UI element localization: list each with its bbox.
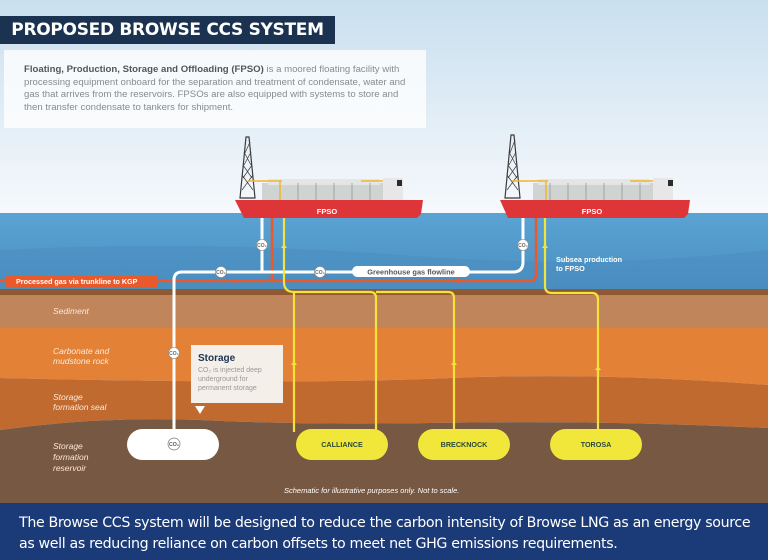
fpso-info-box: Floating, Production, Storage and Offloa…	[4, 50, 426, 128]
storage-callout: Storage CO₂ is injected deep underground…	[191, 345, 283, 414]
svg-text:CO₂: CO₂	[257, 243, 267, 249]
storage-callout-line-2: underground for	[198, 376, 248, 383]
co2-markers: CO₂ CO₂ CO₂ CO₂ CO₂	[168, 239, 529, 359]
layer-label-carbonate-1: Carbonate and	[53, 346, 110, 356]
processed-gas-label: Processed gas via trunkline to KGP	[16, 277, 138, 286]
disclaimer: Schematic for illustrative purposes only…	[284, 486, 459, 495]
greenhouse-label-bg	[352, 266, 470, 277]
layer-label-seal-2: formation seal	[53, 402, 107, 412]
layer-sediment	[0, 295, 768, 328]
footer-summary: The Browse CCS system will be designed t…	[0, 503, 768, 560]
gas-arrows	[232, 278, 459, 284]
layer-labels: Sediment Carbonate and mudstone rock Sto…	[53, 306, 110, 473]
fpso-2-label: FPSO	[582, 207, 603, 216]
storage-callout-title: Storage	[198, 353, 236, 364]
subsea-label-1: Subsea production	[556, 255, 622, 264]
svg-text:CALLIANCE: CALLIANCE	[321, 440, 363, 449]
callout-pointer-icon	[195, 406, 205, 414]
layer-label-sediment: Sediment	[53, 306, 90, 316]
svg-text:CO₂: CO₂	[216, 270, 226, 276]
subsea-label-2: to FPSO	[556, 264, 585, 273]
layer-label-reservoir-2: formation	[53, 452, 89, 462]
processed-gas-line	[0, 218, 538, 283]
title-part-1: PROPOSED BROWSE CCS	[11, 20, 249, 40]
fpso-1-label: FPSO	[317, 207, 338, 216]
svg-text:TOROSA: TOROSA	[581, 440, 612, 449]
layer-carbonate	[0, 328, 768, 385]
svg-text:CO₂: CO₂	[315, 270, 325, 276]
layer-label-reservoir-3: reservoir	[53, 463, 87, 473]
fpso-description: is a moored floating facility with proce…	[24, 64, 406, 113]
co2-marker: CO₂	[256, 239, 268, 251]
flare-tower	[504, 134, 521, 199]
fpso-vessel-2: FPSO	[500, 134, 690, 218]
svg-text:CO₂: CO₂	[169, 351, 179, 357]
layer-label-reservoir-1: Storage	[53, 441, 83, 451]
flare-tower	[239, 136, 256, 199]
processed-gas-label-bg	[6, 276, 158, 287]
co2-marker: CO₂	[517, 239, 529, 251]
reservoir-brecknock: BRECKNOCK	[418, 429, 510, 460]
page-title: PROPOSED BROWSE CCS SYSTEM	[0, 16, 335, 44]
layer-label-carbonate-2: mudstone rock	[53, 356, 109, 366]
reservoir-torosa: TOROSA	[550, 429, 642, 460]
co2-marker: CO₂	[168, 347, 180, 359]
svg-text:CO₂: CO₂	[169, 442, 180, 448]
storage-callout-line-1: CO₂ is injected deep	[198, 367, 262, 374]
fpso-term: Floating, Production, Storage and Offloa…	[24, 64, 264, 75]
svg-text:BRECKNOCK: BRECKNOCK	[441, 440, 489, 449]
reservoir-calliance: CALLIANCE	[296, 429, 388, 460]
layer-label-seal-1: Storage	[53, 392, 83, 402]
storage-callout-line-3: permanent storage	[198, 385, 257, 392]
co2-marker: CO₂	[314, 266, 326, 278]
flow-arrows	[281, 244, 601, 370]
greenhouse-label: Greenhouse gas flowline	[367, 268, 454, 277]
fpso-vessel-1: FPSO	[235, 136, 423, 218]
svg-text:CO₂: CO₂	[518, 243, 528, 249]
co2-marker: CO₂	[215, 266, 227, 278]
co2-storage-reservoir: CO₂	[127, 429, 219, 460]
title-part-2: SYSTEM	[248, 20, 324, 40]
